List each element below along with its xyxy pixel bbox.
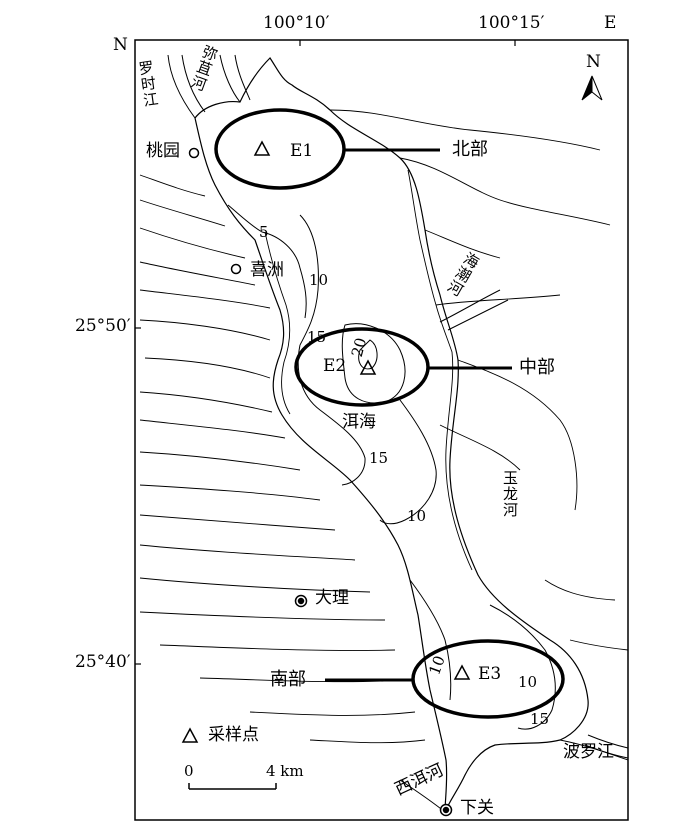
terrain-lines-east	[329, 109, 629, 761]
town-markers	[188, 147, 453, 817]
contour-label-10-lower: 10	[407, 507, 427, 525]
lake-label: 洱海	[342, 412, 376, 432]
sample-site-e2	[359, 359, 377, 375]
scale-start-label: 0	[184, 762, 194, 780]
terrain-lines-west	[139, 174, 426, 744]
lon-label-left: 100°10′	[263, 13, 330, 33]
contour-label-10-north: 10	[309, 271, 329, 289]
river-label-yulonghe: 玉龙河	[501, 470, 519, 518]
contour-label-5: 5	[259, 223, 269, 241]
region-ellipse-north	[214, 108, 346, 190]
place-label-taoyuan: 桃园	[146, 141, 180, 161]
sample-site-e1	[253, 140, 271, 156]
legend-label: 采样点	[208, 725, 259, 745]
site-label-e1: E1	[290, 141, 314, 161]
leader-lines	[325, 148, 512, 682]
site-label-e3: E3	[478, 664, 502, 684]
region-label-middle: 中部	[519, 357, 555, 378]
town-marker-xizhou	[230, 263, 242, 275]
rivers	[167, 54, 629, 813]
town-marker-taoyuan	[188, 147, 200, 159]
lon-label-right: 100°15′	[478, 13, 545, 33]
lat-label-top: 25°50′	[75, 316, 131, 336]
corner-label-e: E	[604, 13, 617, 33]
lat-label-bottom: 25°40′	[75, 652, 131, 672]
sample-sites	[253, 140, 471, 680]
scale-bar	[188, 783, 277, 790]
river-label-boluojiang: 波罗江	[563, 742, 614, 762]
place-label-xizhou: 喜洲	[250, 260, 284, 280]
corner-label-n: N	[113, 35, 128, 55]
frame-ticks	[135, 40, 516, 665]
region-label-south: 南部	[270, 669, 306, 690]
place-label-xiaguan: 下关	[460, 798, 494, 818]
map-frame	[134, 39, 629, 821]
place-label-dali: 大理	[315, 588, 349, 608]
lake-shoreline	[194, 57, 589, 813]
sample-site-e3	[453, 664, 471, 680]
scale-end-label: 4 km	[266, 762, 304, 780]
legend-triangle	[181, 727, 199, 743]
sampling-region-ellipses	[214, 108, 565, 719]
site-label-e2: E2	[323, 356, 347, 376]
contour-label-15-lower: 15	[369, 449, 389, 467]
north-arrow-label: N	[586, 52, 601, 72]
contour-label-15-middle: 15	[307, 328, 327, 346]
contour-label-15-south: 15	[530, 710, 550, 728]
region-label-north: 北部	[452, 139, 488, 160]
contour-label-10-south-east: 10	[518, 673, 538, 691]
north-arrow-symbol	[581, 75, 603, 101]
